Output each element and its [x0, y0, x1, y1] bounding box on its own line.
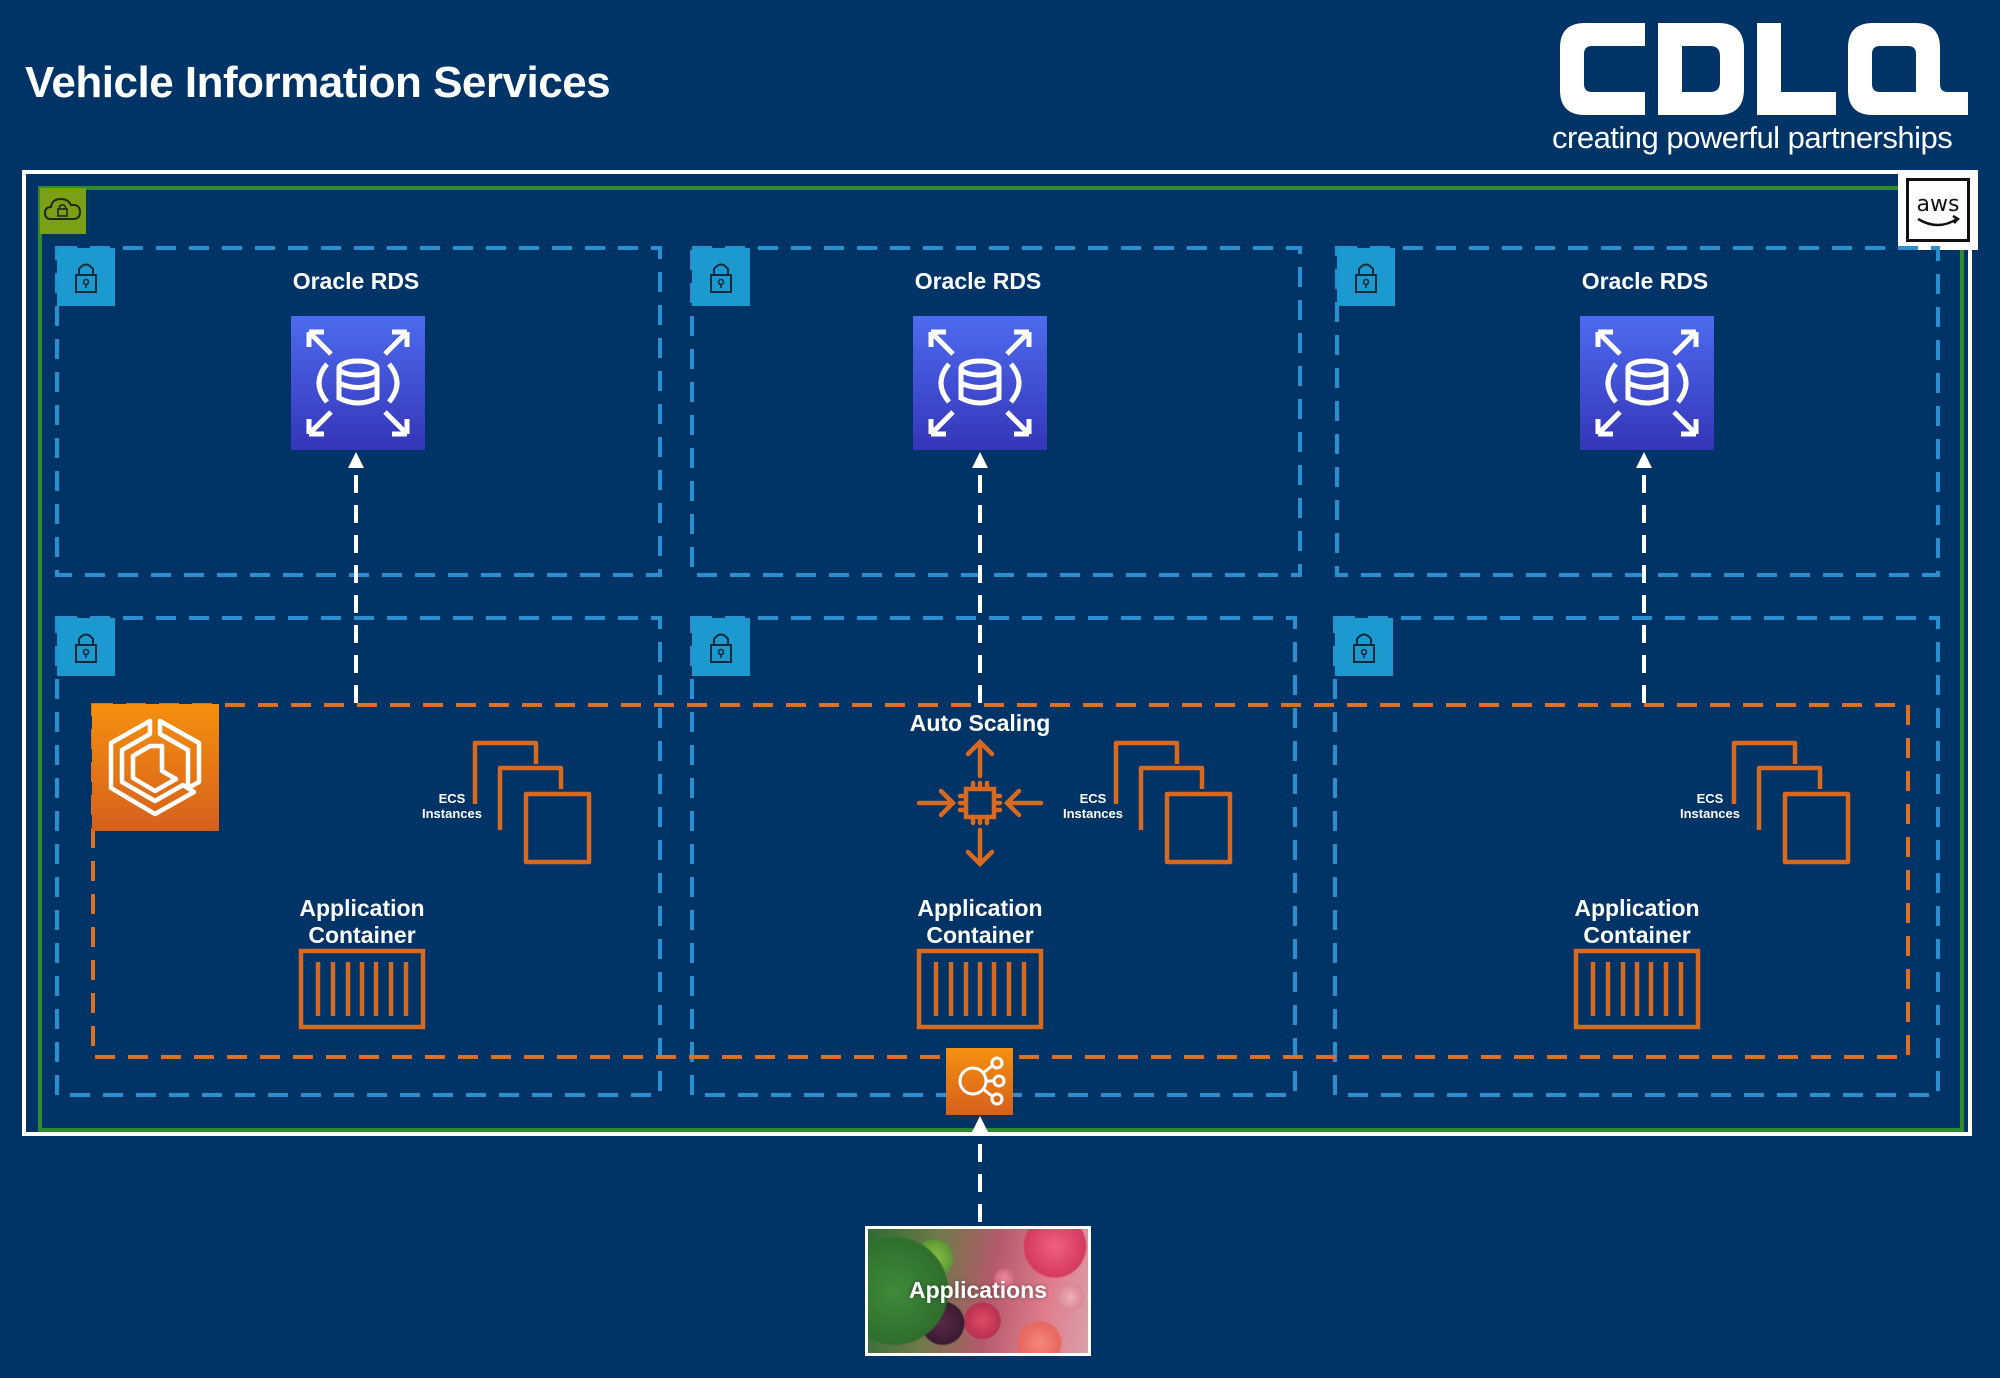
- aws-logo-icon: aws: [1917, 192, 1961, 227]
- elb-nodes-icon: [958, 1056, 1006, 1106]
- cdl-logo: [1560, 23, 1968, 115]
- private-subnet-lock-icon: [57, 248, 115, 306]
- app-subnet-1-boundary: [55, 616, 662, 1097]
- rds-icon[interactable]: [913, 316, 1047, 450]
- database-icon: [1595, 329, 1699, 437]
- rds-icon[interactable]: [1580, 316, 1714, 450]
- cloud-lock-icon: [43, 197, 82, 220]
- private-subnet-lock-icon: [692, 248, 750, 306]
- page-title: Vehicle Information Services: [25, 58, 611, 107]
- vpc-icon: [40, 188, 86, 234]
- load-balancer-icon[interactable]: [946, 1048, 1013, 1115]
- ecs-instances-icon: [1113, 740, 1233, 865]
- container-icon: [298, 948, 426, 1030]
- db-subnet-3-boundary: [1335, 246, 1940, 577]
- rds-label-2: Oracle RDS: [914, 268, 1042, 294]
- app-subnet-2-boundary: [690, 616, 1297, 1097]
- vpc-boundary: [38, 186, 1964, 1132]
- ecs-instances-icon: [1731, 740, 1851, 865]
- applications-node[interactable]: Applications: [865, 1226, 1091, 1356]
- database-icon: [928, 329, 1032, 437]
- db-subnet-1-boundary: [55, 246, 662, 577]
- applications-label: Applications: [908, 1277, 1047, 1303]
- db-subnet-2-boundary: [690, 246, 1302, 577]
- arrowhead-rds1: [348, 452, 364, 468]
- logo-tagline: creating powerful partnerships: [1552, 120, 1953, 155]
- arrowhead-lb: [972, 1116, 988, 1132]
- ecs-hexagon-icon: [108, 718, 202, 817]
- auto-scaling-icon: [916, 738, 1044, 868]
- database-icon: [306, 329, 410, 437]
- private-subnet-lock-icon: [692, 618, 750, 676]
- private-subnet-lock-icon: [1335, 618, 1393, 676]
- aws-badge-label: aws: [1917, 192, 1960, 217]
- private-subnet-lock-icon: [57, 618, 115, 676]
- ecs-service-icon[interactable]: [92, 704, 219, 831]
- rds-label-1: Oracle RDS: [292, 268, 420, 294]
- private-subnet-lock-icon: [1337, 248, 1395, 306]
- container-icon: [1573, 948, 1701, 1030]
- arrowhead-rds2: [972, 452, 988, 468]
- ecs-instances-icon: [472, 740, 592, 865]
- auto-scaling-label: Auto Scaling: [909, 710, 1051, 736]
- rds-label-3: Oracle RDS: [1581, 268, 1709, 294]
- container-icon: [916, 948, 1044, 1030]
- aws-cloud-boundary: [22, 170, 1972, 1136]
- app-subnet-3-boundary: [1333, 616, 1940, 1097]
- arrowhead-rds3: [1636, 452, 1652, 468]
- rds-icon[interactable]: [291, 316, 425, 450]
- aws-badge: aws: [1898, 170, 1978, 250]
